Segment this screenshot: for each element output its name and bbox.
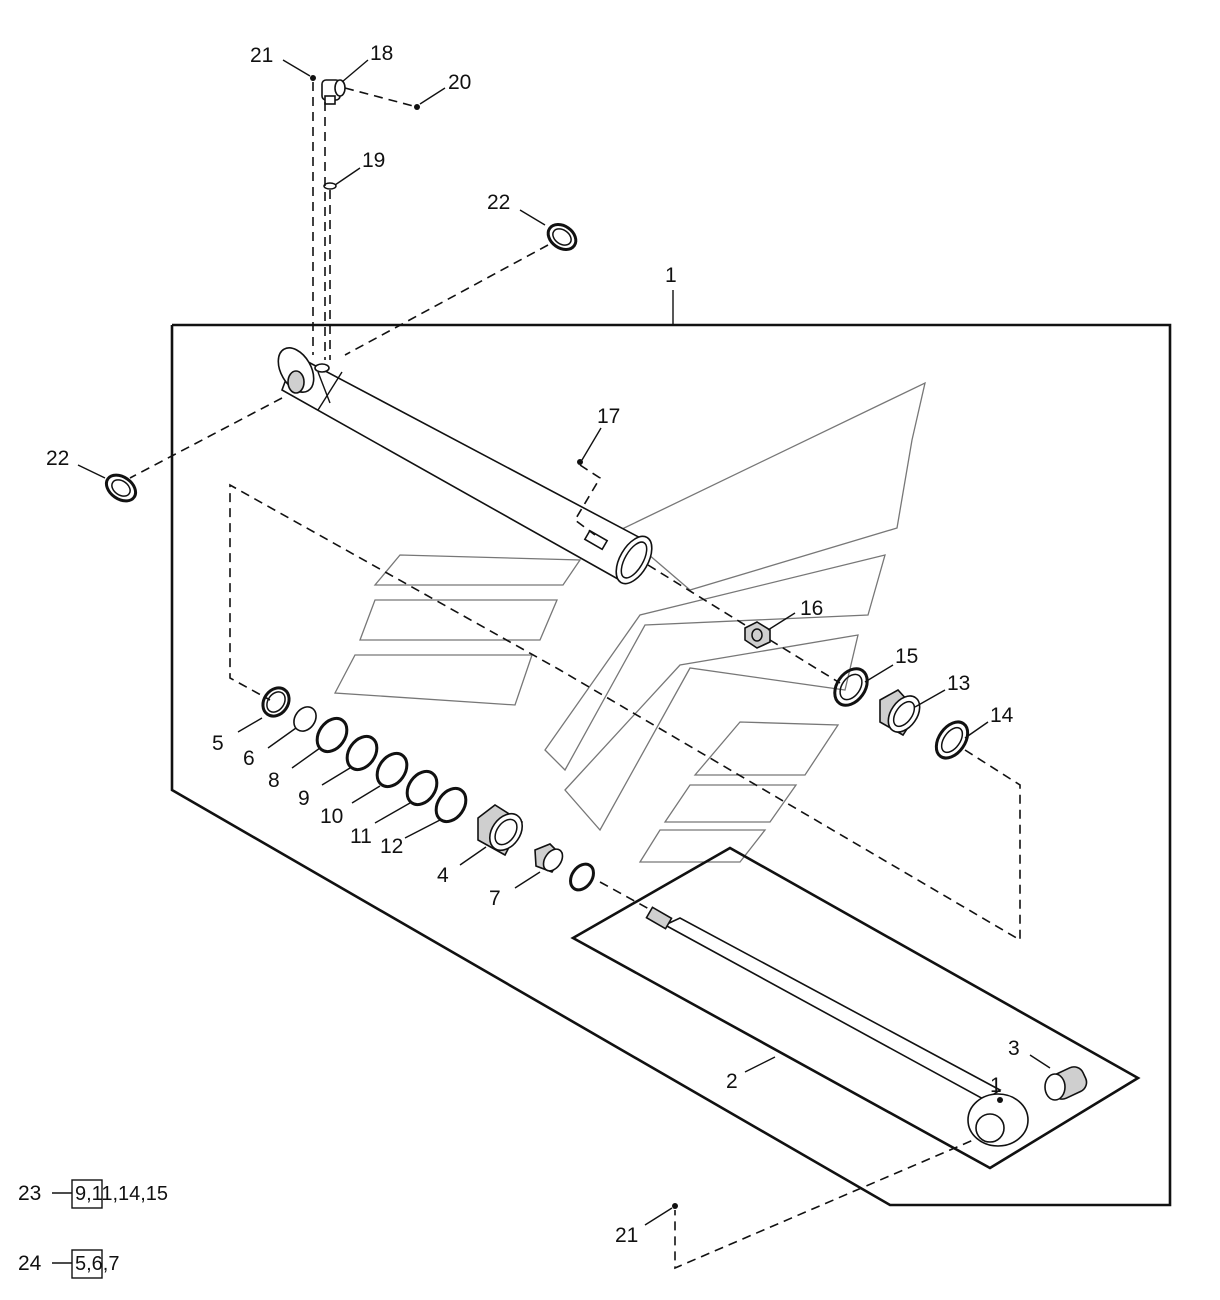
grease-nipple-21-top xyxy=(310,75,316,81)
callout-18: 18 xyxy=(370,42,393,65)
elbow-fitting xyxy=(321,79,346,105)
seal-rings xyxy=(261,686,468,824)
gland-13 xyxy=(879,688,921,737)
callout-15: 15 xyxy=(895,645,918,668)
rod-subframe xyxy=(570,846,1141,1170)
kit-contents: 9,11,14,15 xyxy=(75,1183,168,1205)
callout-2: 2 xyxy=(726,1070,738,1093)
callout-5: 5 xyxy=(212,732,224,755)
nut-7 xyxy=(534,843,564,873)
callout-10: 10 xyxy=(320,805,343,828)
callout-14: 14 xyxy=(990,704,1014,727)
callout-22-top: 22 xyxy=(487,191,510,214)
callout-12: 12 xyxy=(380,835,403,858)
assembly-dash-lines xyxy=(129,82,1021,1270)
kit-number: 23 xyxy=(18,1182,41,1205)
cylinder-barrel xyxy=(277,347,653,585)
callout-8: 8 xyxy=(268,769,280,792)
callout-22-left: 22 xyxy=(46,447,69,470)
seal-22-top xyxy=(546,223,578,251)
kit-legend-23: 23 9,11,14,15 xyxy=(18,1179,168,1209)
callout-4: 4 xyxy=(437,864,449,887)
ring-14 xyxy=(934,720,970,760)
oring-19 xyxy=(323,182,337,190)
kit-number: 24 xyxy=(18,1252,42,1275)
callout-16: 16 xyxy=(800,597,823,620)
piston xyxy=(477,804,524,857)
callout-1: 1 xyxy=(665,264,677,287)
callout-9: 9 xyxy=(298,787,310,810)
seal-15 xyxy=(833,667,869,707)
callout-11: 11 xyxy=(350,825,372,848)
callout-7: 7 xyxy=(489,887,501,910)
callout-13: 13 xyxy=(947,672,970,695)
callout-21-top: 21 xyxy=(250,44,273,67)
callout-21-bottom: 21 xyxy=(615,1224,638,1247)
callout-19: 19 xyxy=(362,149,385,172)
watermark-logo xyxy=(333,381,926,863)
callout-17: 17 xyxy=(597,405,620,428)
kit-legend-24: 24 5,6,7 xyxy=(18,1249,119,1279)
leader-lines xyxy=(77,59,1051,1226)
wiper-ring xyxy=(569,862,595,892)
bushing-3 xyxy=(1044,1066,1088,1101)
cap-20 xyxy=(414,104,420,110)
kit-contents: 5,6,7 xyxy=(75,1253,119,1275)
grease-nipple-17 xyxy=(577,459,583,465)
nut-16 xyxy=(744,621,771,649)
callout-1-rod: 1 xyxy=(990,1074,1002,1097)
callout-3: 3 xyxy=(1008,1037,1020,1060)
seal-22-left xyxy=(104,473,138,503)
grease-nipple-21-bottom xyxy=(672,1203,678,1209)
callout-20: 20 xyxy=(448,71,471,94)
callout-6: 6 xyxy=(243,747,255,770)
callout-labels: 1 1 2 3 4 5 6 7 8 9 10 11 12 13 14 15 16… xyxy=(46,42,1020,1247)
assembly-frame xyxy=(170,323,1172,1207)
piston-rod xyxy=(645,906,1029,1147)
